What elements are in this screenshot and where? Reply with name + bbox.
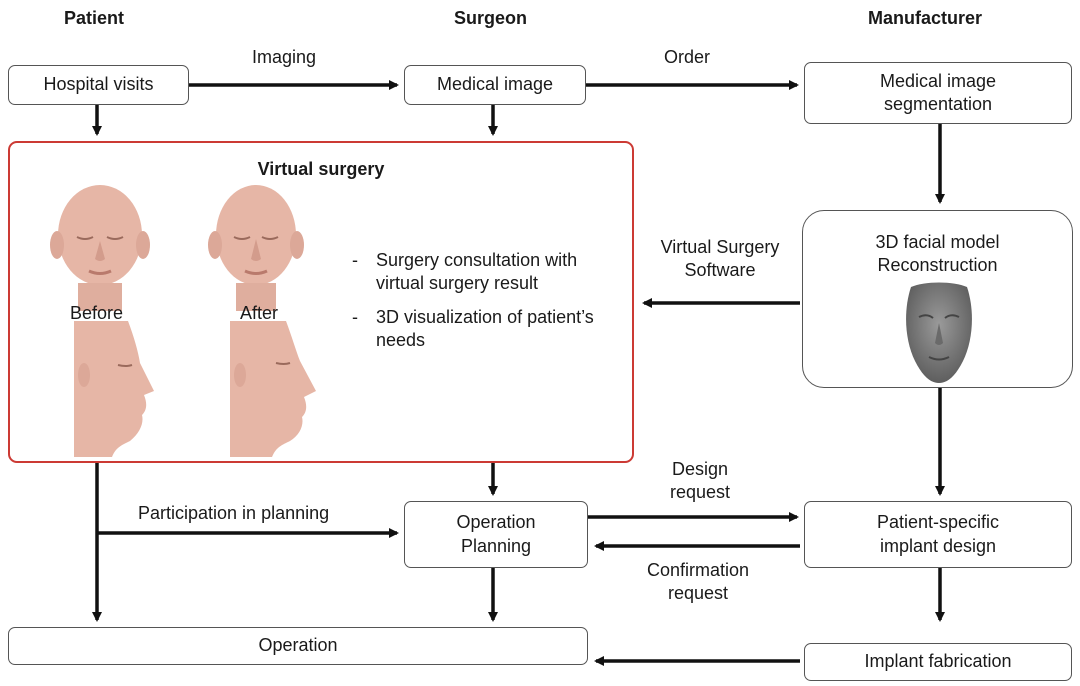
- node-implant-design-line1: Patient-specific: [876, 512, 1000, 533]
- edge-label-design-request: Design request: [640, 458, 760, 504]
- node-operation-planning-line1: Operation: [456, 512, 536, 533]
- node-operation-planning-line2: Planning: [460, 535, 532, 556]
- node-operation: Operation: [8, 627, 588, 665]
- edge-label-design-request-line2: request: [669, 482, 731, 503]
- node-model-reconstruction-line2: Reconstruction: [877, 255, 998, 276]
- node-model-reconstruction-line1: 3D facial model: [875, 232, 1000, 252]
- face-profile-before-image: [74, 321, 154, 457]
- node-implant-fabrication: Implant fabrication: [804, 643, 1072, 681]
- edge-label-confirmation-request-line1: Confirmation: [646, 560, 750, 580]
- edge-label-design-request-line1: Design: [671, 459, 729, 479]
- edge-label-vs-software-line2: Software: [684, 260, 756, 281]
- face-front-before-image: [50, 185, 150, 311]
- edge-label-order: Order: [664, 47, 711, 67]
- column-header-manufacturer: Manufacturer: [868, 8, 983, 28]
- column-header-patient: Patient: [64, 8, 125, 28]
- bullet-item: Surgery consultation with virtual surger…: [350, 249, 630, 296]
- node-medical-image-label: Medical image: [436, 74, 554, 95]
- node-segmentation-line1: Medical image: [879, 70, 997, 91]
- after-label: After: [240, 303, 279, 323]
- edge-label-confirmation-request: Confirmation request: [618, 559, 778, 605]
- node-segmentation-line2: segmentation: [883, 94, 993, 114]
- edge-label-confirmation-request-line2: request: [667, 583, 729, 604]
- node-hospital-visits-label: Hospital visits: [43, 74, 154, 95]
- column-header-surgeon: Surgeon: [454, 8, 528, 28]
- node-hospital-visits: Hospital visits: [8, 65, 189, 105]
- bullet-item: 3D visualization of patient’s needs: [350, 306, 630, 353]
- facial-model-image: [906, 282, 972, 383]
- before-label: Before: [70, 303, 124, 323]
- node-medical-image: Medical image: [404, 65, 586, 105]
- node-implant-design-line2: implant design: [879, 535, 997, 556]
- node-implant-fabrication-label: Implant fabrication: [864, 651, 1012, 672]
- node-segmentation: Medical image segmentation: [804, 62, 1072, 124]
- face-profile-after-image: [230, 321, 316, 457]
- edge-label-participation: Participation in planning: [138, 503, 330, 523]
- node-implant-design: Patient-specific implant design: [804, 501, 1072, 568]
- edge-label-vs-software-line1: Virtual Surgery: [660, 237, 780, 257]
- edge-label-imaging: Imaging: [252, 47, 317, 67]
- virtual-surgery-title: Virtual surgery: [257, 159, 385, 179]
- node-operation-label: Operation: [258, 635, 338, 656]
- virtual-surgery-panel: Virtual surgery Before After: [8, 141, 634, 463]
- node-operation-planning: Operation Planning: [404, 501, 588, 568]
- virtual-surgery-bullet-list: Surgery consultation with virtual surger…: [350, 249, 630, 363]
- node-model-reconstruction: 3D facial model Reconstruction: [802, 210, 1073, 388]
- edge-label-vs-software: Virtual Surgery Software: [640, 236, 800, 282]
- face-front-after-image: [208, 185, 304, 311]
